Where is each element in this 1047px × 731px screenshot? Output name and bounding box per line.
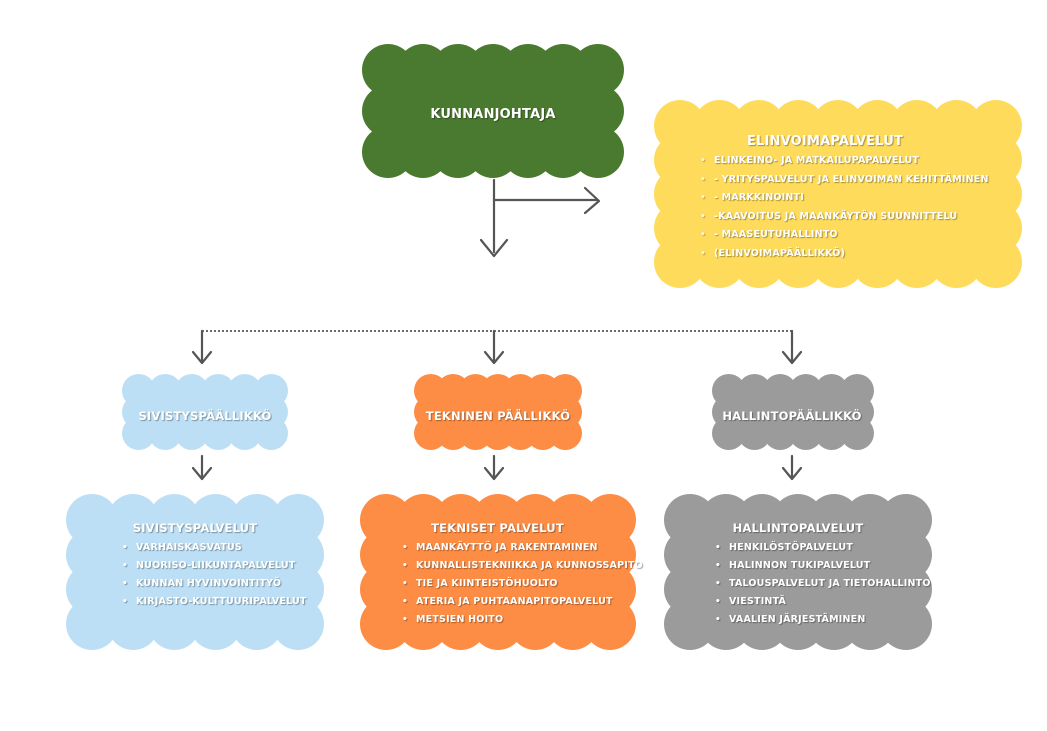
cloud-sivistyspaallikko [122,374,288,450]
cloud-tekninen-paallikko [414,374,583,450]
elinvoima-box: ELINVOIMAPALVELUT ELINKEINO- JA MATKAILU… [660,134,990,263]
hallintopalvelut-box: HALLINTOPALVELUT HENKILÖSTÖPALVELUT HALI… [668,521,930,629]
list-item: ELINKEINO- JA MATKAILUPAPALVELUT [698,152,990,171]
arrow-head [479,238,509,258]
list-item: - MAASEUTUHALLINTO [698,226,990,245]
tekniset-palvelut-title: TEKNISET PALVELUT [431,521,564,535]
list-item: VARHAISKASVATUS [120,539,320,557]
cloud-hallintopaallikko [712,374,875,450]
list-item: -KAAVOITUS JA MAANKÄYTÖN SUUNNITTELU [698,208,990,227]
list-item: ATERIA JA PUHTAANAPITOPALVELUT [400,593,630,611]
list-item: KIRJASTO-KULTTUURIPALVELUT [120,593,320,611]
arrow-head [191,350,213,365]
tekniset-palvelut-list: MAANKÄYTTÖ JA RAKENTAMINEN KUNNALLISTEKN… [400,539,643,629]
arrow-head [483,350,505,365]
list-item: KUNNALLISTEKNIIKKA JA KUNNOSSAPITO [400,557,643,575]
kunnanjohtaja-label: KUNNANJOHTAJA [430,107,556,122]
list-item: VAALIEN JÄRJESTÄMINEN [713,611,928,629]
list-item: - MARKKINOINTI [698,189,990,208]
sivistyspalvelut-list: VARHAISKASVATUS NUORISO-LIIKUNTAPALVELUT… [120,539,320,611]
elinvoima-title: ELINVOIMAPALVELUT [746,134,904,149]
tekniset-palvelut-box: TEKNISET PALVELUT MAANKÄYTTÖ JA RAKENTAM… [365,521,643,629]
hallintopalvelut-title: HALLINTOPALVELUT [732,521,864,535]
list-item: TIE JA KIINTEISTÖHUOLTO [400,575,630,593]
hallintopalvelut-list: HENKILÖSTÖPALVELUT HALINNON TUKIPALVELUT… [713,539,930,629]
sivistyspalvelut-title: SIVISTYSPALVELUT [132,521,258,535]
arrow-head [583,186,601,215]
arrow-head [483,466,505,481]
list-item: (ELINVOIMAPÄÄLLIKKÖ) [698,245,990,264]
list-item: KUNNAN HYVINVOINTITYÖ [120,575,320,593]
list-item: NUORISO-LIIKUNTAPALVELUT [120,557,320,575]
list-item: TALOUSPALVELUT JA TIETOHALLINTO [713,575,930,593]
hallintopaallikko-label: HALLINTOPÄÄLLIKKÖ [722,409,862,423]
sivistyspalvelut-box: SIVISTYSPALVELUT VARHAISKASVATUS NUORISO… [70,521,320,611]
elinvoima-list: ELINKEINO- JA MATKAILUPAPALVELUT - YRITY… [698,152,990,263]
list-item: HENKILÖSTÖPALVELUT [713,539,928,557]
arrow-head [191,466,213,481]
sivistyspaallikko-label: SIVISTYSPÄÄLLIKKÖ [138,409,272,423]
list-item: METSIEN HOITO [400,611,630,629]
arrow-head [781,466,803,481]
list-item: MAANKÄYTTÖ JA RAKENTAMINEN [400,539,630,557]
list-item: HALINNON TUKIPALVELUT [713,557,928,575]
list-item: - YRITYSPALVELUT JA ELINVOIMAN KEHITTÄMI… [698,171,990,190]
tekninen-paallikko-label: TEKNINEN PÄÄLLIKKÖ [425,409,571,423]
arrow-head [781,350,803,365]
cloud-kunnanjohtaja [362,44,624,178]
list-item: VIESTINTÄ [713,593,928,611]
